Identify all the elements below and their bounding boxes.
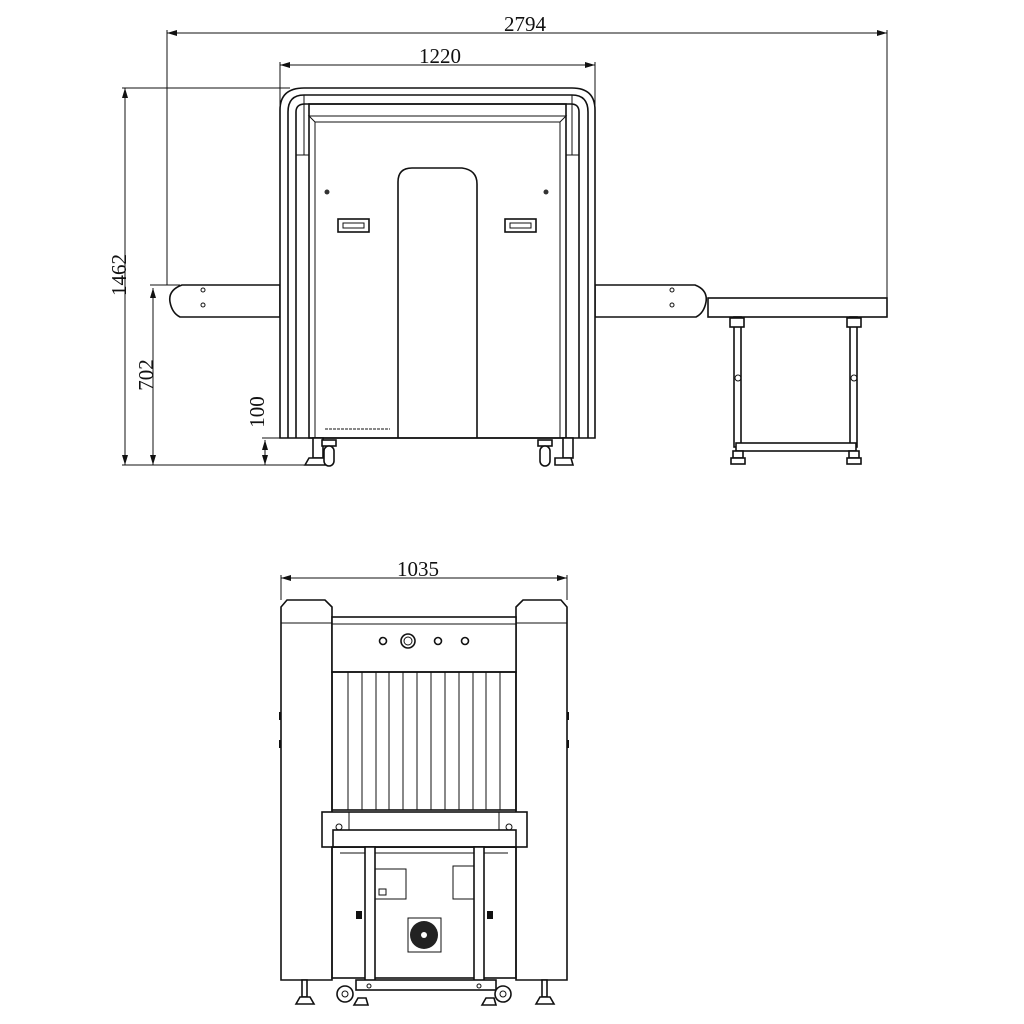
- screw-icon: [543, 189, 549, 195]
- dimension-label: 702: [134, 359, 158, 391]
- tunnel-opening: [397, 167, 478, 438]
- dimension-overall-width: 1035: [280, 557, 568, 600]
- dimension-label: 1462: [107, 254, 131, 296]
- right-conveyor: [594, 284, 708, 318]
- handle-icon: [337, 218, 370, 233]
- roller-table: [707, 297, 888, 465]
- cooling-fan-icon: [407, 917, 442, 953]
- dimension-label: 100: [245, 396, 269, 428]
- scanner-body-side: [279, 87, 596, 467]
- dimension-label: 2794: [504, 12, 547, 36]
- dimension-body-length: 1220: [279, 44, 596, 110]
- left-conveyor: [168, 284, 281, 318]
- scanner-body-front: [279, 599, 569, 1006]
- front-view: 1035: [279, 557, 569, 1006]
- dimension-label: 1220: [419, 44, 461, 68]
- side-view: 2794 1220 1462 702 100: [107, 12, 888, 467]
- dimension-overall-length: 2794: [166, 12, 888, 300]
- dimension-overall-height: 1462: [107, 87, 310, 466]
- key-switch-icon: [400, 633, 416, 649]
- dimension-conveyor-height: 702: [134, 284, 180, 465]
- handle-icon: [504, 218, 537, 233]
- caster-wheel-icon: [321, 439, 337, 467]
- dimension-label: 1035: [397, 557, 439, 581]
- caster-wheel-icon: [537, 439, 553, 467]
- indicator-light-icon: [433, 636, 443, 646]
- dimension-ground-clearance: 100: [245, 396, 290, 465]
- screw-icon: [324, 189, 330, 195]
- indicator-light-icon: [378, 636, 388, 646]
- indicator-light-icon: [460, 636, 470, 646]
- caster-wheel-icon: [494, 985, 512, 1003]
- lead-curtain: [331, 671, 517, 811]
- caster-wheel-icon: [336, 985, 354, 1003]
